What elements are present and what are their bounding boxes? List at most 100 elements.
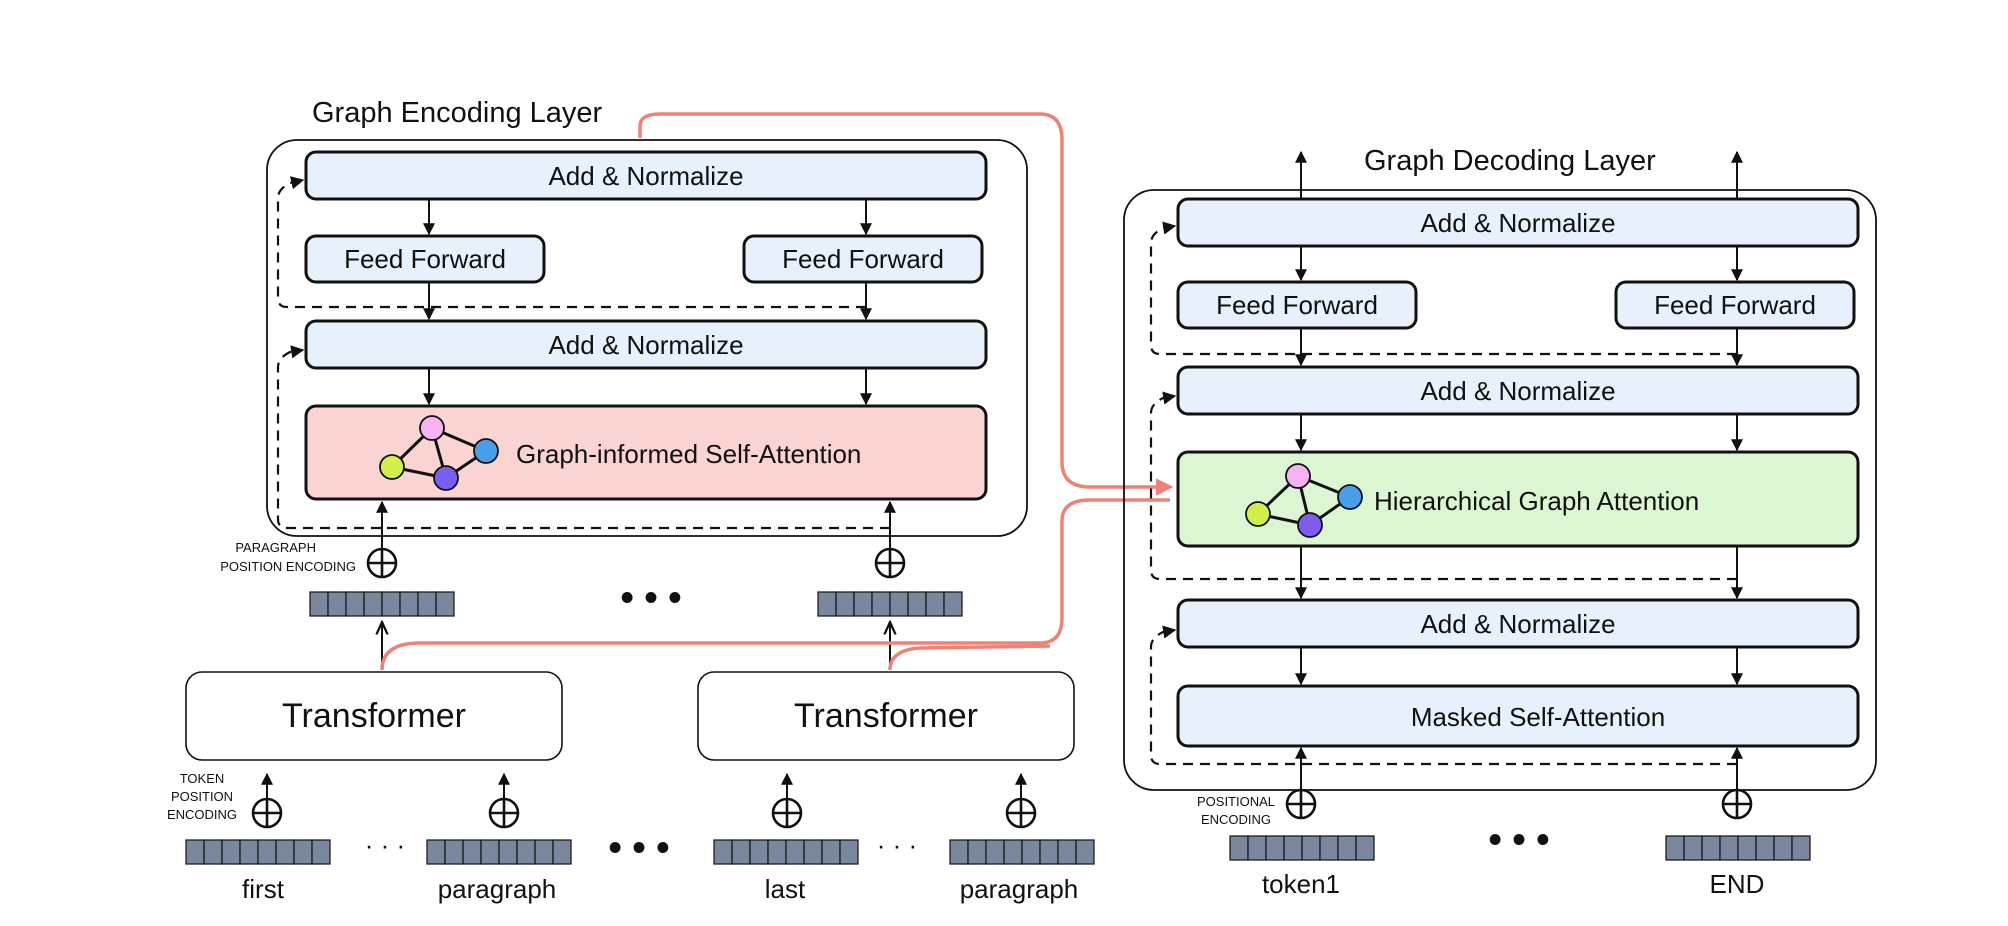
vector-cell <box>1265 835 1285 861</box>
vector-cell <box>327 591 347 617</box>
hierarchical-graph-attention-label: Hierarchical Graph Attention <box>1374 486 1699 516</box>
decoder-feed-forward-right-label: Feed Forward <box>1654 290 1816 320</box>
vector-cell <box>889 591 909 617</box>
vector-cell <box>1755 835 1775 861</box>
vector-cell <box>1021 839 1041 865</box>
vector-cell <box>925 591 945 617</box>
vector-cell <box>985 839 1005 865</box>
decoder-residual-2 <box>1149 391 1737 581</box>
token-token1: token1 <box>1262 869 1340 899</box>
token-end: END <box>1710 869 1765 899</box>
plus-icon <box>366 547 398 579</box>
vector-cell <box>907 591 927 617</box>
decoder-layer-frame <box>1123 189 1877 791</box>
hierarchical-graph-attention-block <box>1176 450 1860 548</box>
vector-cell <box>1683 835 1703 861</box>
vector-cell <box>426 839 446 865</box>
positional-encoding-label-1: POSITIONAL <box>1197 794 1275 809</box>
token-vectors <box>185 839 1095 865</box>
word-paragraph-2: paragraph <box>960 874 1079 904</box>
vector-cell <box>1355 835 1375 861</box>
vector-cell <box>444 839 464 865</box>
vector-cell <box>498 839 518 865</box>
transformer-left-label: Transformer <box>282 697 466 735</box>
vector-cell <box>785 839 805 865</box>
decoder-title: Graph Decoding Layer <box>1364 145 1656 177</box>
vector-cell <box>871 591 891 617</box>
encoder-flow-arrows <box>423 199 872 406</box>
plus-icon <box>874 547 906 579</box>
vector-cell <box>399 591 419 617</box>
embedding-vector <box>185 839 331 865</box>
decoder-add-normalize-top-label: Add & Normalize <box>1420 208 1615 238</box>
vector-cell <box>1039 839 1059 865</box>
ellipsis-small: · · · <box>365 830 405 860</box>
plus-icon <box>1005 772 1037 829</box>
token-position-encoding-label-1: TOKEN <box>180 771 225 786</box>
decoder-add-normalize-2 <box>1176 365 1860 416</box>
vector-cell <box>1075 839 1095 865</box>
decoder-flow-arrows <box>1295 246 1743 790</box>
vector-cell <box>462 839 482 865</box>
plus-icon <box>771 772 803 829</box>
token-position-encoding-label-2: POSITION <box>171 789 233 804</box>
encoder-add-normalize-mid <box>304 319 988 370</box>
plus-icon <box>251 772 283 829</box>
graph-network-icon <box>1245 463 1363 538</box>
plus-icon <box>1721 788 1753 820</box>
encoder-add-normalize-mid-label: Add & Normalize <box>548 330 743 360</box>
decoder-residual-1 <box>1149 221 1737 356</box>
encoder-to-decoder-flow <box>638 112 1174 496</box>
encoder-residual-lower <box>276 345 381 530</box>
encoder-feed-forward-left-label: Feed Forward <box>344 244 506 274</box>
vector-cell <box>1773 835 1793 861</box>
encoder-title: Graph Encoding Layer <box>312 97 603 129</box>
embedding-vector <box>1665 835 1811 861</box>
vector-cell <box>345 591 365 617</box>
vector-cell <box>221 839 241 865</box>
vector-cell <box>363 591 383 617</box>
vector-cell <box>803 839 823 865</box>
vector-cell <box>1301 835 1321 861</box>
decoder-token-vectors <box>1229 835 1811 861</box>
encoder-residual-upper <box>276 176 866 309</box>
vector-cell <box>1701 835 1721 861</box>
paragraph-vector-last <box>817 591 963 617</box>
decoder-feed-forward-right <box>1614 280 1856 330</box>
paragraph-left-to-decoder-flow <box>380 498 1170 671</box>
vector-cell <box>1003 839 1023 865</box>
word-paragraph-1: paragraph <box>438 874 557 904</box>
encoder-layer-frame <box>266 139 1028 537</box>
vector-cell <box>257 839 277 865</box>
vector-cell <box>817 591 837 617</box>
vector-cell <box>1319 835 1339 861</box>
transformer-right-label: Transformer <box>794 697 978 735</box>
word-first: first <box>242 874 285 904</box>
plus-icon <box>1285 788 1317 820</box>
vector-cell <box>203 839 223 865</box>
graph-informed-self-attention-block <box>304 404 988 501</box>
transformer-right <box>697 671 1075 761</box>
encoder-add-normalize-top <box>304 150 988 201</box>
paragraph-right-to-decoder-flow <box>888 644 1051 671</box>
token-plus-icons <box>251 772 1037 829</box>
decoder-add-normalize-3-label: Add & Normalize <box>1420 609 1615 639</box>
plus-icon <box>488 772 520 829</box>
decoder-residual-3 <box>1149 625 1737 766</box>
embedding-vector <box>426 839 572 865</box>
vector-cell <box>275 839 295 865</box>
vector-cell <box>239 839 259 865</box>
vector-cell <box>967 839 987 865</box>
vector-cell <box>821 839 841 865</box>
decoder-add-normalize-3 <box>1176 598 1860 649</box>
encoder-feed-forward-right-label: Feed Forward <box>782 244 944 274</box>
vector-cell <box>1229 835 1249 861</box>
paragraph-position-encoding-label-2: POSITION ENCODING <box>220 559 356 574</box>
encoder-feed-forward-left <box>304 234 546 284</box>
vector-cell <box>949 839 969 865</box>
token-position-encoding-label-3: ENCODING <box>167 807 237 822</box>
vector-cell <box>381 591 401 617</box>
vector-cell <box>1057 839 1077 865</box>
embedding-vector <box>713 839 859 865</box>
vector-cell <box>480 839 500 865</box>
